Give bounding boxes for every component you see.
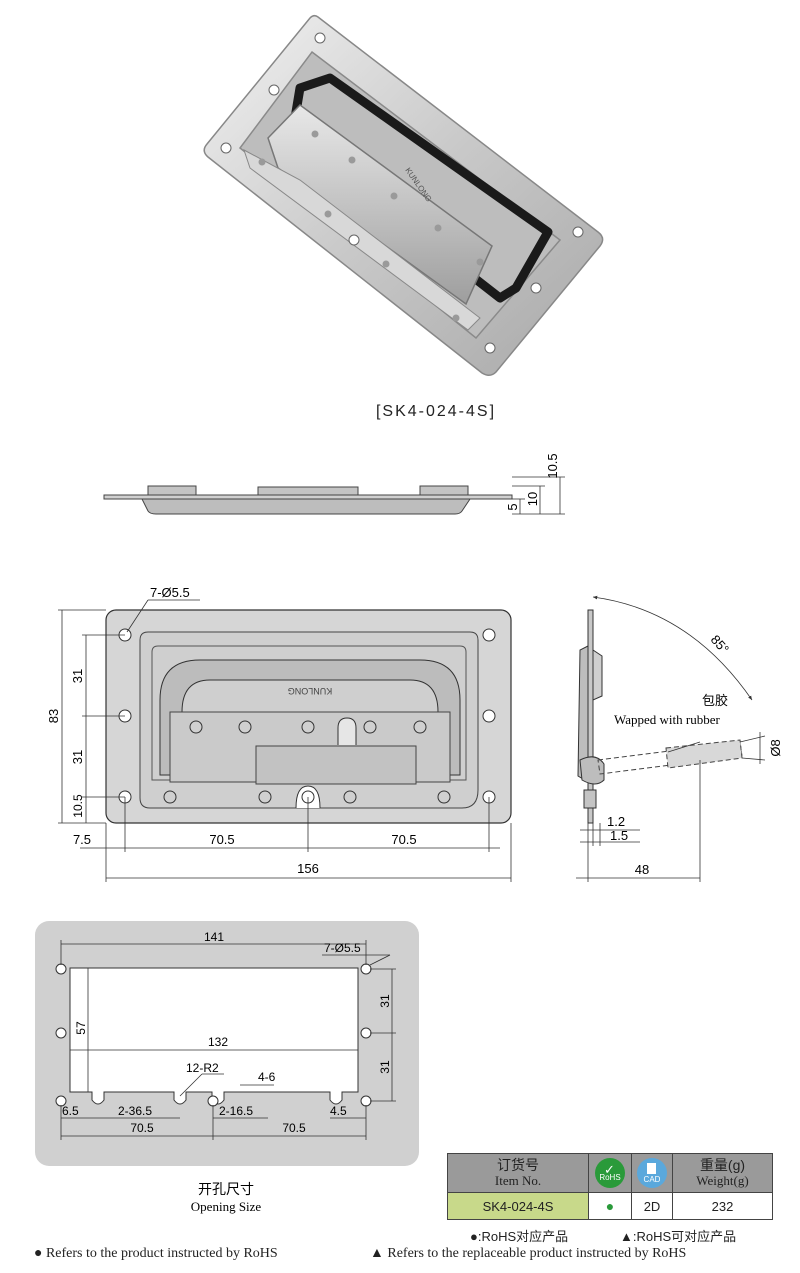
opening-view-dims [60, 940, 396, 1140]
dim-front-bottom-offset: 10.5 [71, 794, 85, 818]
dim-opening-slot-pitch-a: 2-36.5 [118, 1104, 152, 1118]
dim-opening-width: 132 [208, 1035, 228, 1049]
opening-view [35, 921, 419, 1166]
cell-weight: 232 [672, 1192, 773, 1220]
front-holes-note: 7-Ø5.5 [150, 585, 190, 600]
dim-opening-span-left: 70.5 [130, 1121, 154, 1135]
dim-opening-height: 57 [74, 1021, 88, 1035]
side-view-dims [512, 476, 565, 515]
front-view-dims [58, 599, 512, 882]
dim-profile-depth: 48 [635, 862, 649, 877]
rohs-badge-icon: ✓ RoHS [595, 1158, 625, 1188]
note-rohs-cn: ●:RoHS对应产品 [470, 1229, 569, 1244]
note-replace-cn: ▲:RoHS可对应产品 [620, 1229, 737, 1244]
front-brand-stamp: KUNLONG [288, 686, 333, 696]
header-weight: 重量(g) Weight(g) [672, 1153, 773, 1193]
dim-opening-slot-note: 4-6 [258, 1070, 276, 1084]
dim-profile-t2: 1.5 [610, 828, 628, 843]
cell-item-no: SK4-024-4S [447, 1192, 589, 1220]
dim-front-pitch-upper: 31 [70, 669, 85, 683]
cad-badge-icon: CAD [637, 1158, 667, 1188]
spec-table: 订货号 Item No. ✓ RoHS CAD 重量(g) Weight(g) … [447, 1153, 773, 1220]
front-view: KUNLONG [105, 609, 512, 824]
dim-opening-radius-note: 12-R2 [186, 1061, 219, 1075]
note-rohs-en: ● Refers to the product instructed by Ro… [34, 1246, 278, 1261]
cad-badge-label: CAD [643, 1175, 661, 1184]
header-item-no: 订货号 Item No. [447, 1153, 589, 1193]
dim-side-lower: 5 [505, 503, 520, 510]
dim-opening-pitch-upper: 31 [378, 994, 392, 1008]
table-row: SK4-024-4S ● 2D 232 [447, 1192, 773, 1220]
dim-profile-grip-dia: Ø8 [768, 739, 783, 756]
dim-side-upper: 10 [525, 492, 540, 506]
dim-opening-span-right: 70.5 [282, 1121, 306, 1135]
rohs-badge-label: RoHS [599, 1173, 621, 1182]
dim-opening-slot-pitch-b: 2-16.5 [219, 1104, 253, 1118]
header-item-cn: 订货号 [497, 1157, 539, 1173]
dim-opening-pitch-lower: 31 [378, 1060, 392, 1074]
note-replace-en: ▲ Refers to the replaceable product inst… [370, 1246, 687, 1261]
cell-rohs: ● [588, 1192, 632, 1220]
dim-opening-left-offset: 6.5 [62, 1104, 79, 1118]
header-cad: CAD [631, 1153, 673, 1193]
dim-profile-t1: 1.2 [607, 814, 625, 829]
header-rohs: ✓ RoHS [588, 1153, 632, 1193]
opening-caption-en: Opening Size [191, 1199, 262, 1214]
product-photo: KUNLONG [203, 14, 604, 376]
side-view [103, 485, 513, 515]
header-weight-en: Weight(g) [696, 1173, 749, 1188]
rubber-label-en: Wapped with rubber [614, 712, 720, 727]
header-weight-cn: 重量(g) [699, 1157, 746, 1173]
dim-front-span-right: 70.5 [391, 832, 416, 847]
dim-front-width: 156 [297, 861, 319, 876]
model-label: [SK4-024-4S] [376, 403, 496, 420]
dim-opening-hole-span: 141 [204, 930, 224, 944]
cell-cad: 2D [631, 1192, 673, 1220]
rubber-label-cn: 包胶 [702, 693, 728, 708]
opening-holes-note: 7-Ø5.5 [324, 941, 361, 955]
header-item-en: Item No. [494, 1173, 542, 1188]
dim-front-left-offset: 7.5 [73, 832, 91, 847]
dim-front-pitch-lower: 31 [70, 750, 85, 764]
dim-opening-right-offset: 4.5 [330, 1104, 347, 1118]
profile-view-dims [576, 595, 766, 882]
dim-front-span-left: 70.5 [209, 832, 234, 847]
opening-caption-cn: 开孔尺寸 [198, 1181, 254, 1197]
dim-front-height: 83 [46, 709, 61, 723]
dim-side-total: 10.5 [545, 453, 560, 478]
